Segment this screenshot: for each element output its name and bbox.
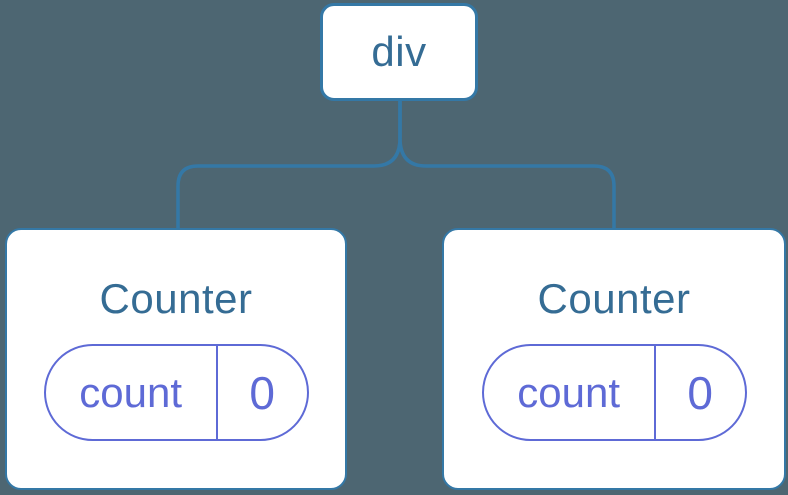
state-pill: count 0 [481, 344, 747, 442]
state-key: count [484, 346, 656, 440]
state-value: 0 [249, 366, 275, 419]
connector-left-branch [176, 99, 402, 230]
counter-card-right: Counter count 0 [442, 228, 786, 490]
counter-title: Counter [99, 275, 253, 322]
state-pill: count 0 [43, 344, 309, 442]
root-node-label: div [371, 28, 427, 75]
counter-card-left: Counter count 0 [5, 228, 347, 490]
counter-title: Counter [537, 275, 691, 322]
connector-right-branch [398, 99, 616, 230]
state-value: 0 [687, 366, 713, 419]
state-key: count [46, 346, 218, 440]
tree-root-node: div [320, 3, 478, 101]
